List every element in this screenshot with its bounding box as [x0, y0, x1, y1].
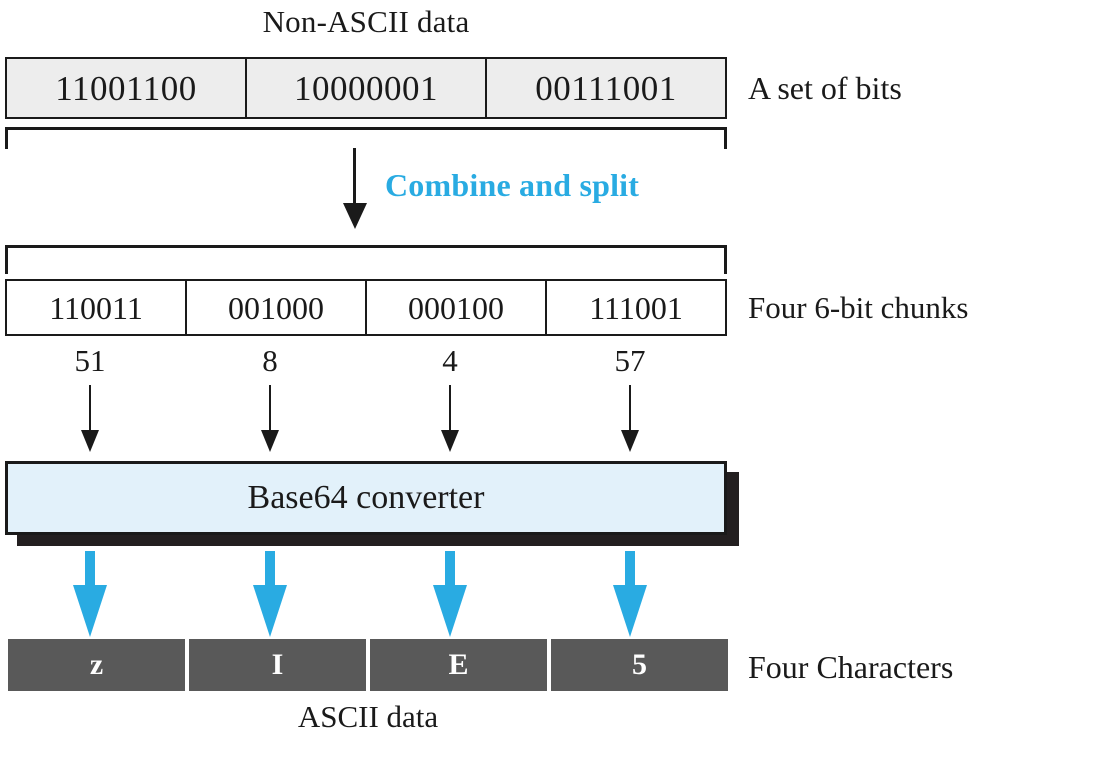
grouping-bracket-chunks: [5, 245, 727, 274]
label-four-characters: Four Characters: [748, 649, 954, 685]
combine-arrow-stem: [353, 148, 356, 210]
chunk-arrow-head-icon: [81, 430, 99, 452]
page-title-ascii: ASCII data: [297, 699, 439, 734]
chunk-decimal-value: 8: [262, 343, 278, 378]
character-row: z I E 5: [8, 639, 728, 691]
output-arrow-stem: [445, 551, 455, 593]
chunk-arrow-stem: [448, 385, 451, 435]
output-arrow-head-icon: [433, 585, 467, 637]
output-arrow-head-icon: [613, 585, 647, 637]
character-cell: I: [189, 639, 366, 691]
output-arrow-stem: [85, 551, 95, 593]
base64-converter-box: Base64 converter: [5, 461, 727, 535]
page-title-non-ascii: Non-ASCII data: [262, 4, 470, 39]
chunk-arrow-stem: [88, 385, 91, 435]
chunk-cell: 111001: [589, 289, 683, 326]
chunk-arrow-stem: [268, 385, 271, 435]
chunk-decimal-value: 57: [614, 343, 646, 378]
label-four-6-bit-chunks: Four 6-bit chunks: [748, 290, 969, 325]
byte-row: 11001100 10000001 00111001: [5, 57, 727, 119]
character-cell: z: [8, 639, 185, 691]
chunk-arrow-head-icon: [621, 430, 639, 452]
character-cell: E: [370, 639, 547, 691]
chunk-cell: 001000: [187, 281, 367, 334]
combine-arrow-head-icon: [343, 203, 367, 229]
chunk-cell: 000100: [367, 281, 547, 334]
chunk-arrow-head-icon: [441, 430, 459, 452]
output-arrow-head-icon: [73, 585, 107, 637]
chunk-arrow-stem: [628, 385, 631, 435]
grouping-bracket-bits: [5, 127, 727, 149]
chunk-decimal-value: 51: [74, 343, 106, 378]
output-arrow-head-icon: [253, 585, 287, 637]
combine-and-split-label: Combine and split: [385, 167, 640, 203]
chunk-cell: 110011: [7, 281, 187, 334]
byte-cell: 00111001: [535, 68, 677, 108]
output-arrow-stem: [265, 551, 275, 593]
chunk-row: 110011 001000 000100 111001: [5, 279, 727, 336]
byte-cell: 11001100: [7, 59, 247, 117]
chunk-decimal-value: 4: [442, 343, 458, 378]
character-cell: 5: [551, 639, 728, 691]
byte-cell: 10000001: [247, 59, 487, 117]
output-arrow-stem: [625, 551, 635, 593]
label-a-set-of-bits: A set of bits: [748, 70, 902, 106]
chunk-arrow-head-icon: [261, 430, 279, 452]
